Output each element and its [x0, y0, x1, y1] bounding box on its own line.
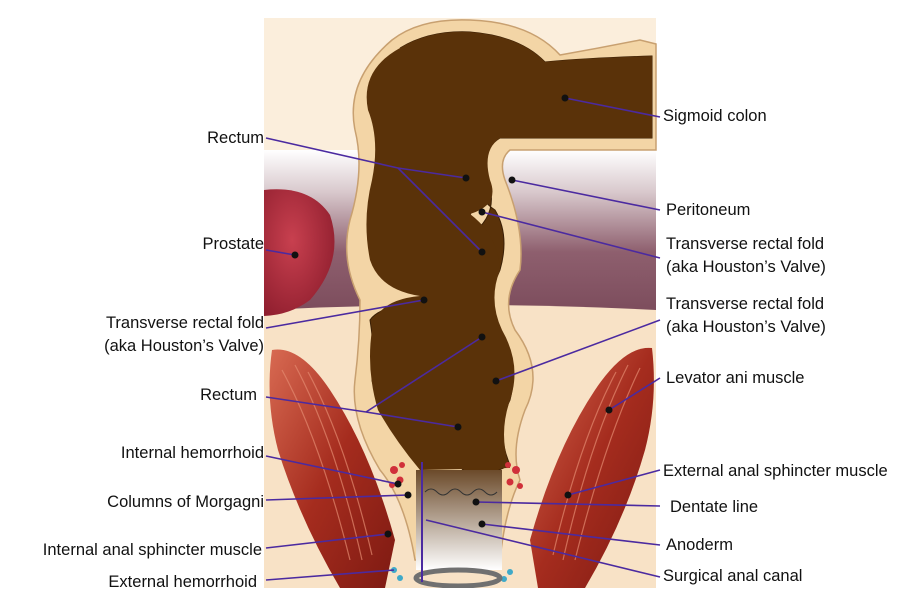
label-prostate: Prostate — [203, 234, 264, 254]
label-levator-ani: Levator ani muscle — [666, 368, 805, 388]
label-internal-hemorrhoid: Internal hemorrhoid — [121, 443, 264, 463]
label-internal-sphincter: Internal anal sphincter muscle — [43, 540, 262, 560]
label-transverse-fold-1-line2: (aka Houston’s Valve) — [666, 257, 826, 277]
label-external-sphincter: External anal sphincter muscle — [663, 461, 888, 481]
label-transverse-fold-2-line1: Transverse rectal fold — [666, 294, 824, 314]
label-external-hemorrhoid: External hemorrhoid — [108, 572, 257, 592]
label-peritoneum: Peritoneum — [666, 200, 750, 220]
label-columns-morgagni: Columns of Morgagni — [107, 492, 264, 512]
label-transverse-fold-1-line1: Transverse rectal fold — [666, 234, 824, 254]
label-anoderm: Anoderm — [666, 535, 733, 555]
label-transverse-fold-2-line2: (aka Houston’s Valve) — [666, 317, 826, 337]
label-rectum-top: Rectum — [207, 128, 264, 148]
label-rectum-bottom: Rectum — [200, 385, 257, 405]
label-sigmoid-colon: Sigmoid colon — [663, 106, 767, 126]
label-dentate-line: Dentate line — [670, 497, 758, 517]
label-surgical-anal-canal: Surgical anal canal — [663, 566, 802, 586]
label-transverse-fold-left-line2: (aka Houston’s Valve) — [104, 336, 264, 356]
label-transverse-fold-left-line1: Transverse rectal fold — [106, 313, 264, 333]
